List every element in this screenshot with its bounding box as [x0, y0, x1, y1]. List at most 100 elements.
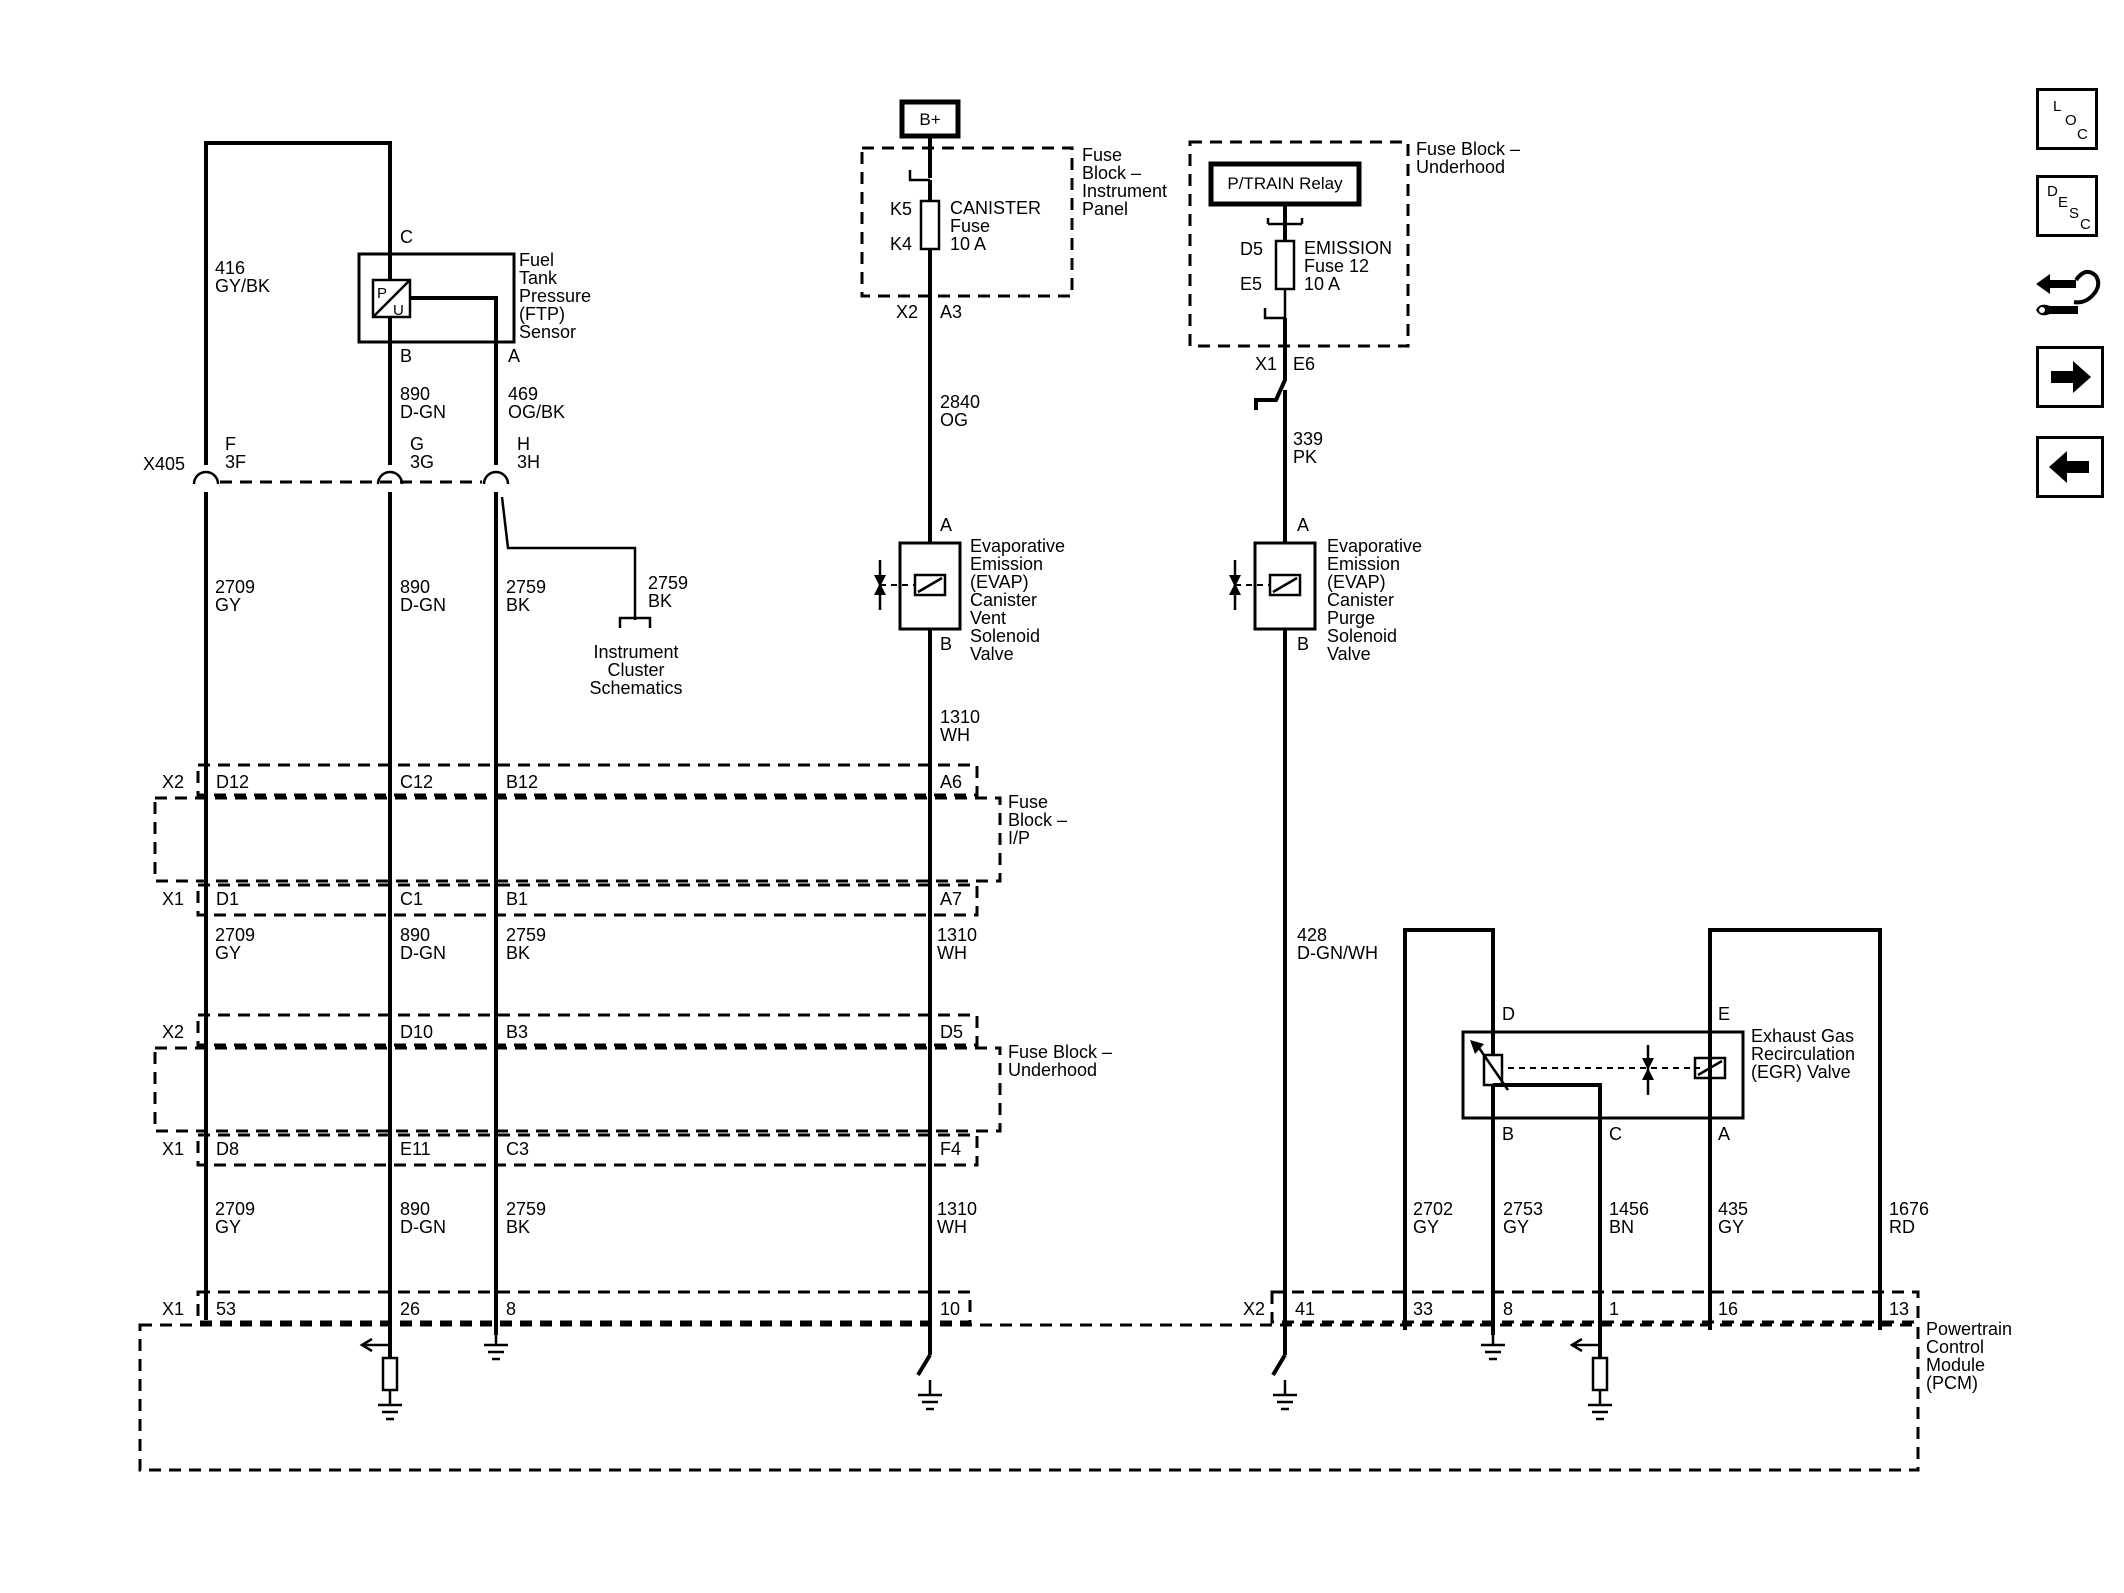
pcm-pin-8b: 8	[1503, 1299, 1513, 1319]
x405-label: X405	[143, 454, 185, 474]
circuit-2759-number: 2759	[506, 577, 546, 597]
wire-1676-color: RD	[1889, 1217, 1915, 1237]
purge-label-line4: Canister	[1327, 590, 1394, 610]
battery-positive: B+	[899, 99, 961, 139]
resistor-icon	[1591, 1356, 1609, 1392]
canister-fuse-word: Fuse	[950, 216, 990, 236]
fuse-uh-e6: E6	[1293, 354, 1315, 374]
bus1-label-line1: Fuse	[1008, 792, 1048, 812]
fuse-block-ip-bus: X2 X1 D12 C12 B12 A6 D1 C1 B1 A7 Fuse Bl…	[153, 763, 1067, 917]
ftp-label-line5: Sensor	[519, 322, 576, 342]
bus2-pin-d8: D8	[216, 1139, 239, 1159]
egr-valve: D E B C A Exhaust Gas Recirculation (EGR…	[1403, 928, 1882, 1335]
bus1-pin-c1: C1	[400, 889, 423, 909]
ftp-pin-c: C	[400, 227, 413, 247]
ftp-label-line4: (FTP)	[519, 304, 565, 324]
description-button[interactable]: D E S C	[2036, 175, 2098, 237]
purge-pin-b: B	[1297, 634, 1309, 654]
fuse-ip-label-line4: Panel	[1082, 199, 1128, 219]
pcm: X1 X2 53 26 8 10 41 33 8 1 16 13 Powertr…	[138, 1290, 2012, 1472]
fuse-ip-k4: K4	[890, 234, 912, 254]
purge-label-line3: (EVAP)	[1327, 572, 1386, 592]
fuse-ip-k5: K5	[890, 199, 912, 219]
purge-label-line6: Solenoid	[1327, 626, 1397, 646]
pcm-pin-10: 10	[940, 1299, 960, 1319]
actuator-arrow-icon	[1229, 583, 1241, 595]
fuse-icon	[1274, 239, 1296, 291]
wire-2753-color: GY	[1503, 1217, 1529, 1237]
instrument-wire-number: 2759	[648, 573, 688, 593]
purge-label-line2: Emission	[1327, 554, 1400, 574]
desc-letter-c: C	[2080, 216, 2091, 233]
bus1-x2: X2	[162, 772, 184, 792]
fuse-ip-a3: A3	[940, 302, 962, 322]
fuse-terminal-icon	[908, 170, 930, 182]
vent-pin-a: A	[940, 515, 952, 535]
x405-connector: X405 F 3F G 3G H 3H	[143, 434, 540, 485]
bus2-label-line2: Underhood	[1008, 1060, 1097, 1080]
pcm-internal-symbols	[359, 1330, 1612, 1421]
emission-fuse-name: EMISSION	[1304, 238, 1392, 258]
wire-1676-number: 1676	[1889, 1199, 1929, 1219]
circuit-1310-color: WH	[937, 1217, 967, 1237]
pcm-pin-13: 13	[1889, 1299, 1909, 1319]
ground-icon	[1273, 1380, 1297, 1411]
vent-label-line7: Valve	[970, 644, 1014, 664]
wire-339-color: PK	[1293, 447, 1317, 467]
fuse-block-underhood-bus: X2 X1 D10 B3 D5 D8 E11 C3 F4 Fuse Block …	[153, 1013, 1112, 1167]
fuse-ip-label-line2: Block –	[1082, 163, 1141, 183]
egr-label-line2: Recirculation	[1751, 1044, 1855, 1064]
egr-pin-c: C	[1609, 1124, 1622, 1144]
location-button[interactable]: L O C	[2036, 88, 2098, 150]
fuse-ip-label-line1: Fuse	[1082, 145, 1122, 165]
circuit-2759-color: BK	[506, 943, 530, 963]
fuse-block-ip	[860, 146, 1074, 298]
pcm-pin-8: 8	[506, 1299, 516, 1319]
fuse-ip-x2: X2	[896, 302, 918, 322]
bus2-label-line1: Fuse Block –	[1008, 1042, 1112, 1062]
pcm-label-line2: Control	[1926, 1337, 1984, 1357]
resistor-icon	[381, 1356, 399, 1392]
ground-icon	[918, 1380, 942, 1411]
previous-page-button[interactable]	[2036, 436, 2104, 498]
circuit-890-number: 890	[400, 1199, 430, 1219]
canister-fuse-name: CANISTER	[950, 198, 1041, 218]
bus1-pin-d12: D12	[216, 772, 249, 792]
bus1-x1: X1	[162, 889, 184, 909]
wire-435-number: 435	[1718, 1199, 1748, 1219]
wire-2753-number: 2753	[1503, 1199, 1543, 1219]
bus2-pin-b3: B3	[506, 1022, 528, 1042]
bus1-pin-a6: A6	[940, 772, 962, 792]
circuit-1310-number: 1310	[940, 707, 980, 727]
bplus-label: B+	[919, 110, 940, 129]
wire-416	[204, 141, 392, 465]
x405-pin-h: H	[517, 434, 530, 454]
circuit-890-color: D-GN	[400, 943, 446, 963]
ftp-pin-a: A	[508, 346, 520, 366]
circuit-1310-color: WH	[937, 943, 967, 963]
service-procedures-button[interactable]	[2030, 258, 2104, 332]
vent-label-line3: (EVAP)	[970, 572, 1029, 592]
loc-letter-o: O	[2065, 112, 2077, 129]
pcm-pin-41: 41	[1295, 1299, 1315, 1319]
canister-fuse-rating: 10 A	[950, 234, 986, 254]
loc-letter-c: C	[2077, 126, 2088, 143]
pcm-label-line3: Module	[1926, 1355, 1985, 1375]
wire-469	[410, 296, 498, 465]
connector-wrench-icon	[2036, 269, 2101, 316]
connector-female-icon	[482, 470, 510, 485]
fuse-uh-d5: D5	[1240, 239, 1263, 259]
actuator-arrow-icon	[1642, 1058, 1654, 1070]
instrument-ref-icon	[618, 616, 652, 628]
emission-fuse-rating: 10 A	[1304, 274, 1340, 294]
vent-label-line5: Vent	[970, 608, 1006, 628]
switch-icon	[916, 1353, 932, 1377]
bus1-pin-d1: D1	[216, 889, 239, 909]
ftp-symbol-p: P	[377, 285, 387, 302]
ground-icon	[1588, 1390, 1612, 1421]
next-page-button[interactable]	[2036, 346, 2104, 408]
ftp-label-line3: Pressure	[519, 286, 591, 306]
ftp-pin-b: B	[400, 346, 412, 366]
fuse-uh-e5: E5	[1240, 274, 1262, 294]
